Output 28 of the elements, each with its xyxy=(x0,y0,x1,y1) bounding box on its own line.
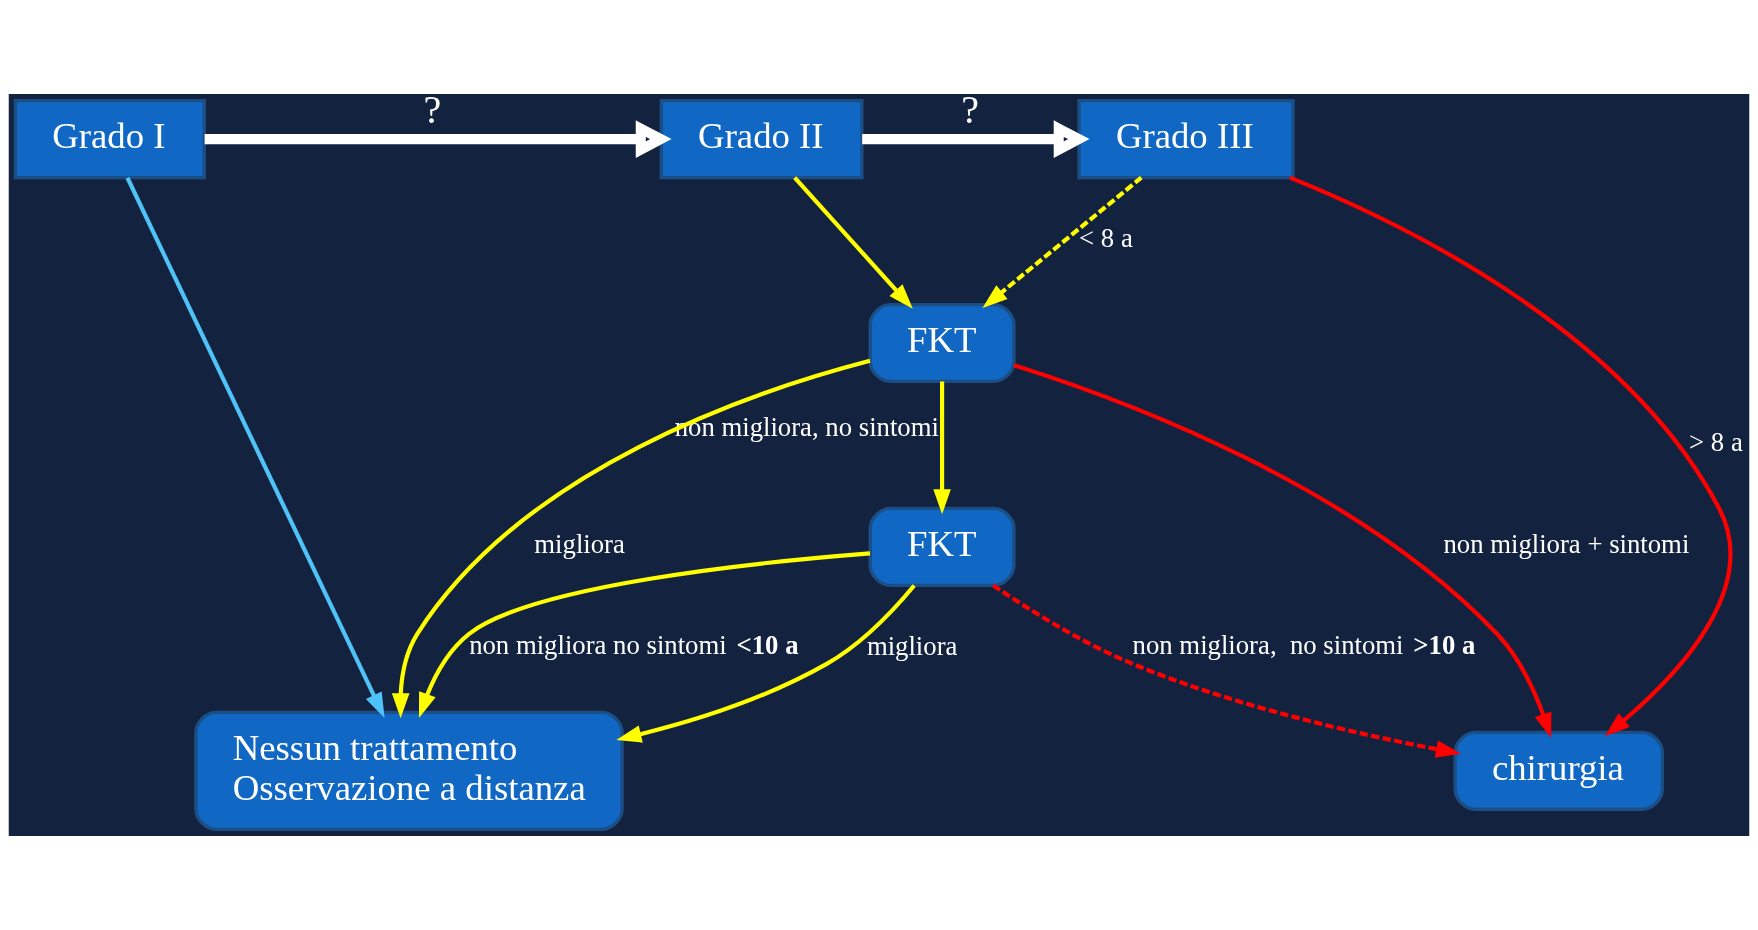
node-box: Nessun trattamento Osservazione a distanza xyxy=(194,710,624,831)
edge-label: > 8 a xyxy=(1689,427,1743,458)
edge-label: migliora xyxy=(534,529,625,560)
arrow xyxy=(1289,175,1733,737)
arrow xyxy=(982,175,1143,309)
node-box: Grado III xyxy=(1077,99,1295,180)
arrow xyxy=(419,551,871,718)
node-box: chirurgia xyxy=(1453,730,1665,811)
arrow xyxy=(992,583,1462,758)
arrow xyxy=(793,176,913,309)
node-box: Grado II xyxy=(659,99,864,180)
edge-label: non migliora no sintomi <10 a xyxy=(469,629,799,660)
edge-label: migliora xyxy=(866,631,958,662)
node-box: Grado I xyxy=(13,99,206,180)
edge-label: non migliora, no sintomi >10 a xyxy=(1132,629,1476,660)
arrow xyxy=(1013,363,1552,738)
node-box: FKT xyxy=(868,506,1016,587)
arrow xyxy=(616,584,916,743)
edge-label: ? xyxy=(961,86,980,132)
arrow xyxy=(391,358,871,719)
edge-label: ? xyxy=(423,86,442,132)
arrow xyxy=(933,381,951,515)
arrow xyxy=(862,120,1090,158)
arrow xyxy=(204,120,672,158)
arrow xyxy=(125,176,385,718)
edge-label: non migliora + sintomi xyxy=(1443,529,1690,560)
edge-label: < 8 a xyxy=(1079,223,1133,254)
node-box: FKT xyxy=(868,302,1016,384)
